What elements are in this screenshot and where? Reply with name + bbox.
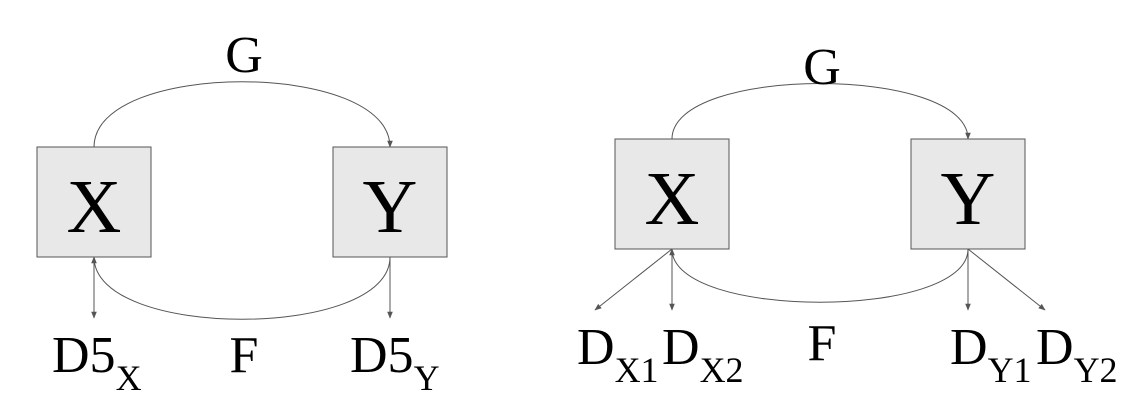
output-dx2-right-sub: X2 xyxy=(700,350,744,390)
box-y-right-label: Y xyxy=(941,157,996,241)
box-y-left xyxy=(332,146,448,258)
box-x-left xyxy=(36,146,152,258)
edge-f-left xyxy=(91,256,391,320)
diagram-right: X Y G F DX1 DX2 DY1 DY2 xyxy=(577,39,1118,390)
diagram-left: X Y G F D5X D5Y xyxy=(36,27,448,398)
arrow-dy2-right xyxy=(967,248,1046,311)
box-y-right xyxy=(910,138,1026,250)
output-dx1-right-sub: X1 xyxy=(615,350,659,390)
output-dx2-right: DX2 xyxy=(662,319,744,390)
box-x-right xyxy=(614,138,730,250)
output-dy2-right: DY2 xyxy=(1036,319,1118,390)
output-dx1-right-base: D xyxy=(577,319,615,376)
box-y-left-label: Y xyxy=(363,165,418,249)
output-dx2-right-base: D xyxy=(662,319,700,376)
edge-g-left xyxy=(93,81,393,148)
output-dy2-right-sub: Y2 xyxy=(1074,350,1118,390)
edge-f-right xyxy=(669,248,969,303)
output-dy1-right: DY1 xyxy=(950,319,1032,390)
output-dy2-right-base: D xyxy=(1036,319,1074,376)
label-f-left: F xyxy=(230,327,259,384)
box-x-right-label: X xyxy=(645,157,700,241)
output-dy1-right-base: D xyxy=(950,319,988,376)
output-dx-left-sub: X xyxy=(116,358,142,398)
arrow-dx1-right xyxy=(594,248,673,311)
output-dy-left-sub: Y xyxy=(414,358,440,398)
edge-g-right xyxy=(671,83,971,140)
box-x-left-label: X xyxy=(67,165,122,249)
output-dy-left-base: D5 xyxy=(350,327,414,384)
label-g-left: G xyxy=(225,27,263,84)
output-dx-left-base: D5 xyxy=(52,327,116,384)
output-dx1-right: DX1 xyxy=(577,319,659,390)
output-dx-left: D5X xyxy=(52,327,142,398)
output-dy-left: D5Y xyxy=(350,327,440,398)
label-f-right: F xyxy=(808,315,837,372)
output-dy1-right-sub: Y1 xyxy=(988,350,1032,390)
label-g-right: G xyxy=(803,39,841,96)
